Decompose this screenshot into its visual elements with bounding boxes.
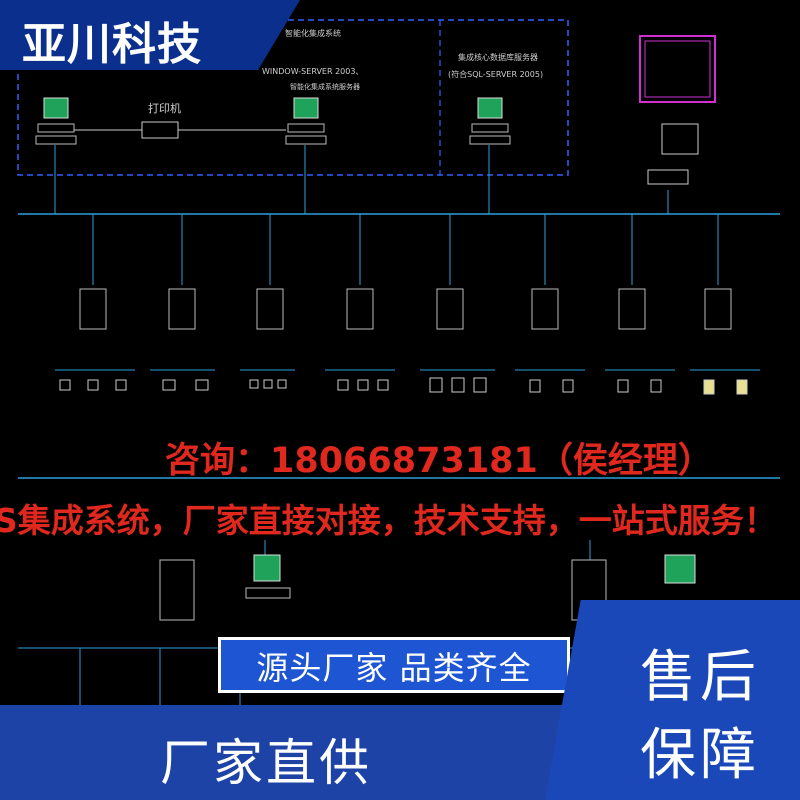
workstation-3 <box>469 97 511 145</box>
header-left-line2: WINDOW-SERVER 2003、 <box>262 67 363 76</box>
after-sales-line2: 保障 <box>640 723 760 788</box>
server-boxes <box>79 288 732 330</box>
control-terminal <box>647 123 699 185</box>
workstation-1 <box>35 97 77 145</box>
brand-name: 亚川科技 <box>22 19 202 70</box>
bottom-band-text: 厂家直供 <box>160 734 372 792</box>
lower-workstations <box>245 554 696 599</box>
large-display <box>639 35 716 103</box>
after-sales-panel: 售后 保障 <box>545 600 800 800</box>
workstation-2 <box>285 97 327 145</box>
service-overlay: S集成系统，厂家直接对接，技术支持，一站式服务！ <box>0 501 777 540</box>
server-zone-border <box>17 19 569 176</box>
header-left-line3: 智能化集成系统服务器 <box>290 82 360 91</box>
header-right-line1: 集成核心数据库服务器 <box>458 52 538 62</box>
contact-overlay: 咨询：18066873181（侯经理） <box>165 441 713 481</box>
printer-label: 打印机 <box>148 101 181 115</box>
lower-servers <box>159 559 607 621</box>
subsystem-columns <box>92 214 719 285</box>
brand-banner: 亚川科技 <box>0 0 300 70</box>
feature-badge: 源头厂家 品类齐全 <box>218 637 570 693</box>
header-right-line2: (符合SQL-SERVER 2005) <box>448 69 543 79</box>
end-devices <box>59 377 748 395</box>
after-sales-line1: 售后 <box>640 645 760 710</box>
printer-device <box>74 121 286 139</box>
header-left-line1: 智能化集成系统 <box>285 28 341 38</box>
